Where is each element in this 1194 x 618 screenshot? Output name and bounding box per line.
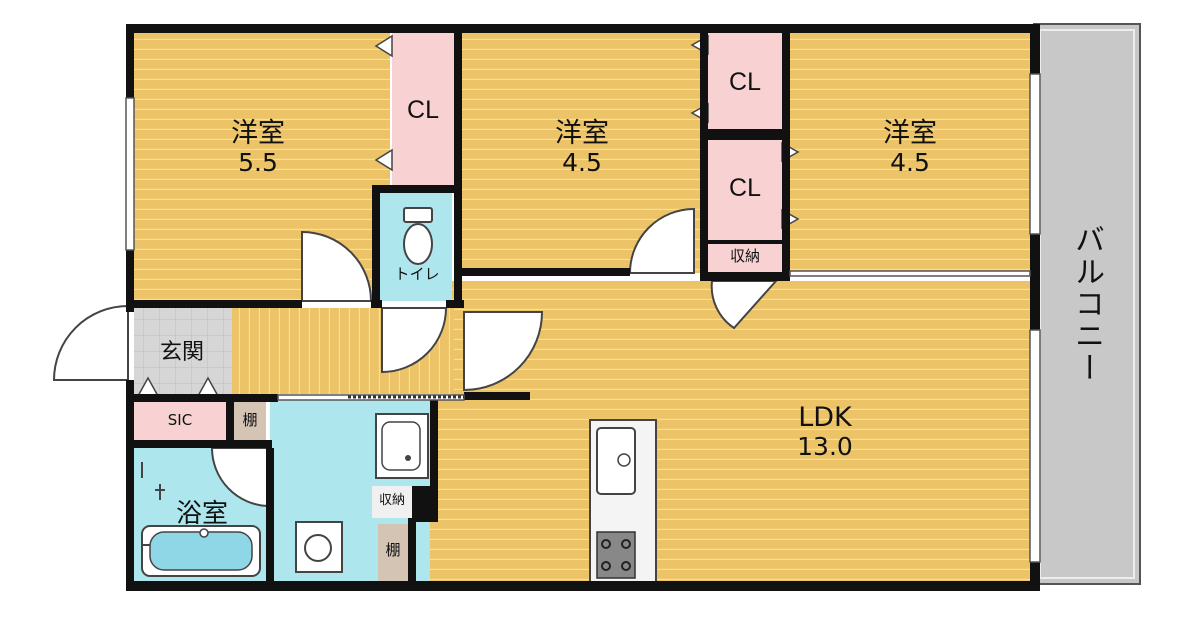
kitchen-sink-icon	[596, 427, 636, 495]
storage-a	[708, 244, 782, 272]
label-toilet: トイレ	[394, 265, 440, 283]
door-western-c[interactable]	[710, 280, 779, 330]
bathtub-icon	[141, 525, 261, 577]
western-a-name: 洋室	[231, 118, 285, 149]
label-sic: SIC	[167, 411, 193, 429]
western-b-name: 洋室	[555, 118, 609, 149]
western-a-area: 5.5	[238, 148, 278, 178]
washing-machine-icon	[295, 521, 343, 573]
shelf-a	[234, 402, 266, 440]
label-shelf-b: 棚	[385, 541, 401, 559]
toilet-bowl-icon	[403, 207, 433, 265]
closet-c	[708, 140, 782, 240]
washbasin-icon	[375, 413, 429, 479]
label-western-a: 洋室 5.5	[210, 118, 306, 178]
door-hall-ldk[interactable]	[463, 311, 544, 392]
label-entrance: 玄関	[159, 340, 204, 365]
door-western-b[interactable]	[628, 207, 695, 274]
shower-icon	[141, 462, 165, 546]
storage-b	[372, 486, 412, 518]
label-closet-c: CL	[729, 174, 761, 202]
western-c-name: 洋室	[883, 118, 937, 149]
label-shelf-a: 棚	[242, 411, 258, 429]
balcony-area	[1033, 23, 1141, 585]
door-western-a[interactable]	[301, 230, 373, 302]
partition-sliding	[789, 270, 1031, 277]
label-bath: 浴室	[175, 499, 228, 529]
label-western-c: 洋室 4.5	[862, 118, 958, 178]
western-b-area: 4.5	[562, 148, 602, 178]
western-c-area: 4.5	[890, 148, 930, 178]
door-entrance[interactable]	[52, 304, 129, 381]
label-balcony: バルコニー	[1069, 224, 1104, 384]
label-storage-a: 収納	[729, 247, 760, 265]
label-closet-a: CL	[407, 96, 439, 124]
shelf-b	[378, 524, 408, 581]
door-toilet[interactable]	[381, 307, 448, 374]
stove-icon	[596, 531, 636, 579]
window-east-ldk	[1029, 329, 1041, 563]
label-western-b: 洋室 4.5	[534, 118, 630, 178]
western-room-c-floor	[786, 33, 1030, 273]
sic-storage	[134, 402, 226, 440]
ldk-area: 13.0	[797, 432, 853, 462]
label-ldk: LDK 13.0	[770, 402, 880, 462]
window-west	[125, 97, 135, 251]
closet-a	[392, 33, 454, 185]
ldk-name: LDK	[798, 402, 852, 433]
label-storage-b: 収納	[378, 493, 405, 508]
label-closet-b: CL	[729, 68, 761, 96]
window-east-room	[1029, 73, 1041, 235]
closet-b	[708, 33, 782, 129]
